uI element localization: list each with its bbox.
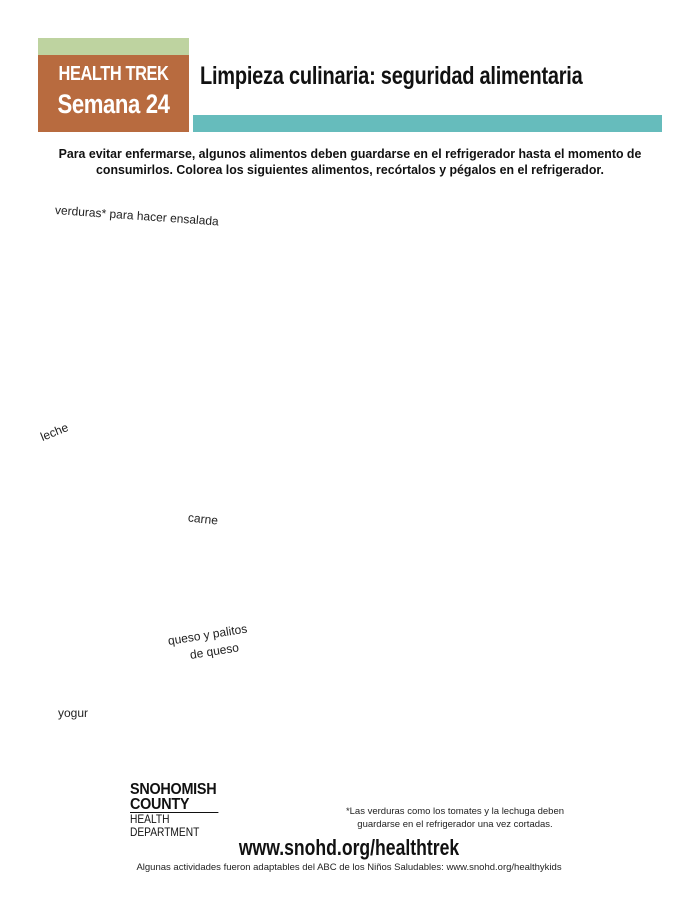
health-department-logo: SNOHOMISH COUNTY HEALTH DEPARTMENT [130,782,234,839]
footnote-line1: *Las verduras como los tomates y la lech… [345,806,565,817]
intro-text: Para evitar enfermarse, algunos alimento… [58,146,642,177]
placement-outline-meat [383,596,502,679]
vegetables-label: verduras* para hacer ensalada [54,203,220,229]
milk-label: leche [38,420,71,444]
placement-outline-yogurt [473,662,573,743]
meat-label: carne [187,510,219,528]
header-teal-bar [193,115,662,132]
footnote: *Las verduras como los tomates y la lech… [300,805,610,831]
header-green-strip [38,38,189,55]
logo-county: COUNTY [130,796,190,813]
footnote-line2: guardarse en el refrigerador una vez cor… [357,819,553,830]
placement-outline-lettuce [375,410,567,577]
badge-title: HEALTH TREK [58,63,169,85]
badge-week: Semana 24 [57,89,170,119]
placement-outline-milk [303,489,373,619]
placement-outline-cheese [305,648,369,737]
health-trek-badge: HEALTH TREK Semana 24 [38,55,189,132]
logo-snohomish: SNOHOMISH [130,781,217,798]
logo-health-department: HEALTH DEPARTMENT [130,812,219,839]
cheese-label-line2: de queso [188,640,240,662]
healthtrek-url-link[interactable]: www.snohd.org/healthtrek [238,835,460,860]
yogurt-label: yogur [58,706,89,720]
credit-text: Algunas actividades fueron adaptables de… [136,862,562,873]
page-title: Limpieza culinaria: seguridad alimentari… [200,62,583,90]
